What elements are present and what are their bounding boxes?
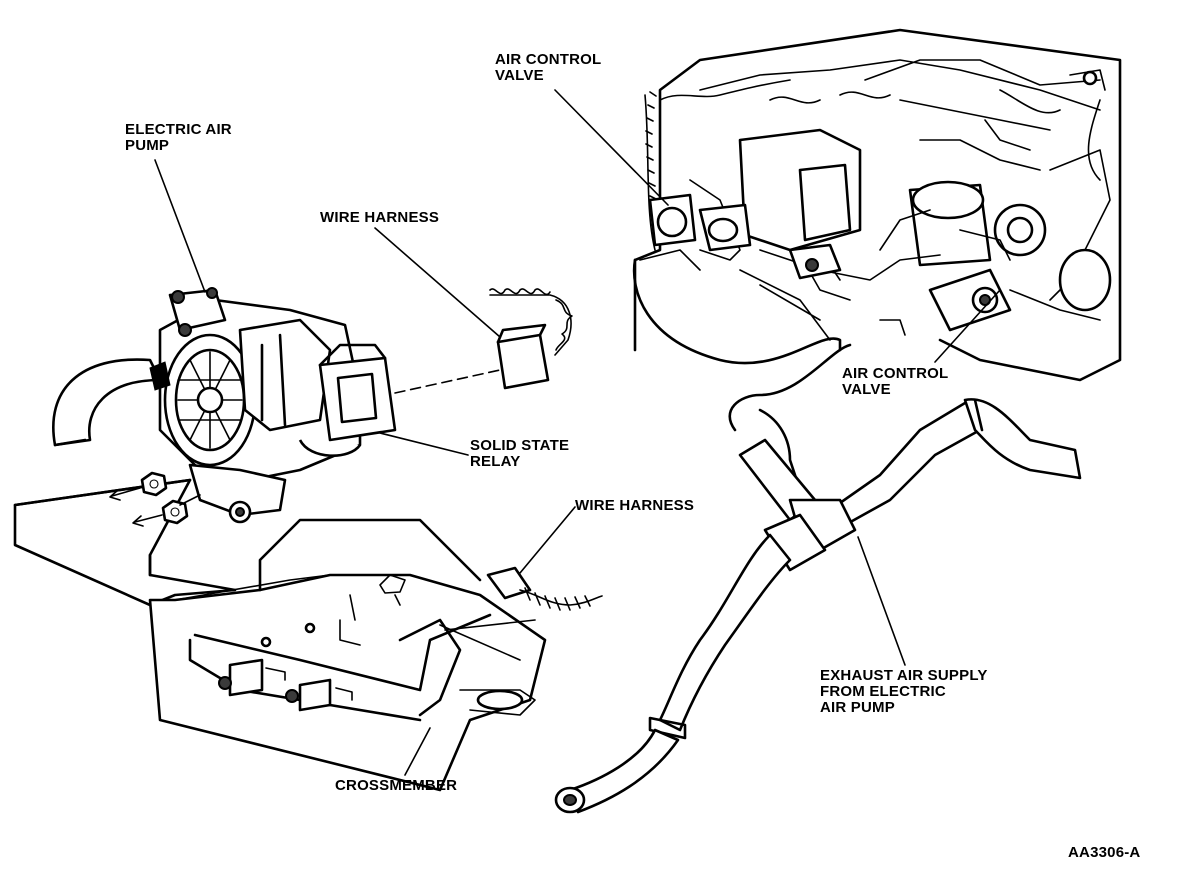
label-air-control-valve-top-line2: VALVE (495, 67, 544, 84)
leader-exhaust-air-supply (857, 536, 906, 666)
leader-lines (154, 89, 1001, 776)
leader-air-control-valve-mid (934, 289, 1001, 363)
leader-air-control-valve-top (554, 89, 669, 206)
label-exhaust-air-supply-line1: EXHAUST AIR SUPPLY (820, 667, 988, 684)
label-air-control-valve-mid: AIR CONTROL VALVE (842, 366, 948, 398)
engine-assembly (633, 28, 1122, 382)
label-solid-state-relay-line2: RELAY (470, 453, 521, 470)
leader-crossmember (404, 727, 431, 776)
wire-harness-connector-top (394, 288, 573, 394)
label-exhaust-air-supply: EXHAUST AIR SUPPLY FROM ELECTRIC AIR PUM… (820, 668, 988, 716)
label-air-control-valve-mid-line1: AIR CONTROL (842, 365, 949, 382)
label-wire-harness-bottom: WIRE HARNESS (575, 498, 694, 514)
label-crossmember-text: CROSSMEMBER (335, 777, 458, 794)
label-air-control-valve-top-line1: AIR CONTROL (495, 51, 602, 68)
electric-air-pump (52, 287, 397, 527)
figure-code: AA3306-A (1068, 845, 1140, 861)
label-electric-air-pump-line1: ELECTRIC AIR (125, 121, 232, 138)
label-air-control-valve-top: AIR CONTROL VALVE (495, 52, 601, 84)
leader-electric-air-pump (154, 159, 206, 293)
leader-solid-state-relay (379, 432, 469, 456)
leader-wire-harness-top (374, 227, 501, 338)
label-exhaust-air-supply-line2: FROM ELECTRIC (820, 683, 946, 700)
label-electric-air-pump: ELECTRIC AIR PUMP (125, 122, 232, 154)
figure-code-text: AA3306-A (1068, 844, 1141, 861)
wire-harness-bottom (486, 566, 603, 611)
exhaust-air-supply-hose (554, 258, 1082, 814)
label-wire-harness-bottom-text: WIRE HARNESS (575, 497, 695, 514)
label-wire-harness-top: WIRE HARNESS (320, 210, 439, 226)
label-exhaust-air-supply-line3: AIR PUMP (820, 699, 895, 716)
crossmember-assembly (13, 478, 547, 792)
label-air-control-valve-mid-line2: VALVE (842, 381, 891, 398)
label-wire-harness-top-text: WIRE HARNESS (320, 209, 440, 226)
label-electric-air-pump-line2: PUMP (125, 137, 170, 154)
label-solid-state-relay: SOLID STATE RELAY (470, 438, 569, 470)
label-crossmember: CROSSMEMBER (335, 778, 457, 794)
leader-wire-harness-bottom (519, 506, 576, 574)
label-solid-state-relay-line1: SOLID STATE (470, 437, 570, 454)
